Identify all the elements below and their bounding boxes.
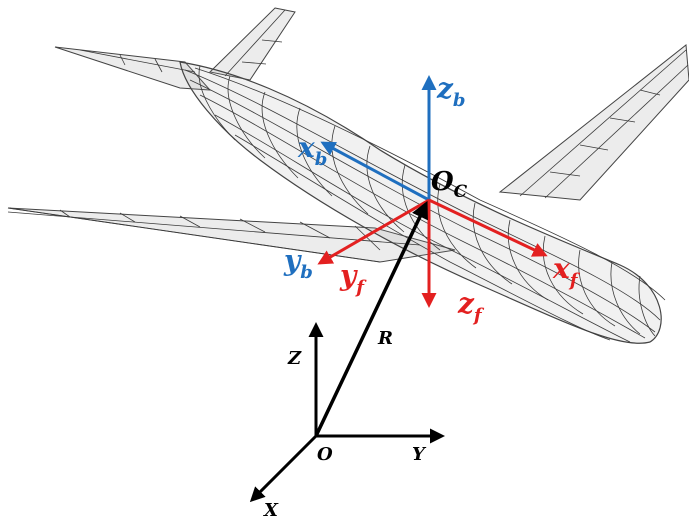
yf-axis	[317, 198, 430, 265]
vertical-tail-fin	[208, 7, 296, 81]
labels: zb xb yb OC yf xf zf R Z O Y X	[263, 72, 581, 521]
xb-axis	[320, 141, 430, 202]
oc-label: OC	[431, 167, 468, 202]
x-axis	[249, 434, 318, 503]
o-label: O	[317, 444, 333, 465]
zf-label: zf	[457, 287, 485, 326]
y-label: Y	[412, 444, 427, 465]
r-label: R	[377, 328, 393, 349]
z-label: Z	[287, 348, 302, 369]
yf-label: yf	[339, 259, 367, 298]
aircraft-wireframe	[7, 7, 689, 344]
x-label: X	[263, 500, 279, 521]
zb-label: zb	[436, 72, 466, 111]
xb-label: xb	[297, 131, 327, 170]
flight-frame	[317, 198, 548, 308]
xf-axis	[428, 198, 548, 257]
inertial-frame	[249, 200, 445, 503]
position-vector-R	[314, 200, 428, 437]
body-frame	[320, 75, 437, 202]
yb-label: yb	[283, 244, 313, 283]
right-wing	[498, 44, 689, 201]
